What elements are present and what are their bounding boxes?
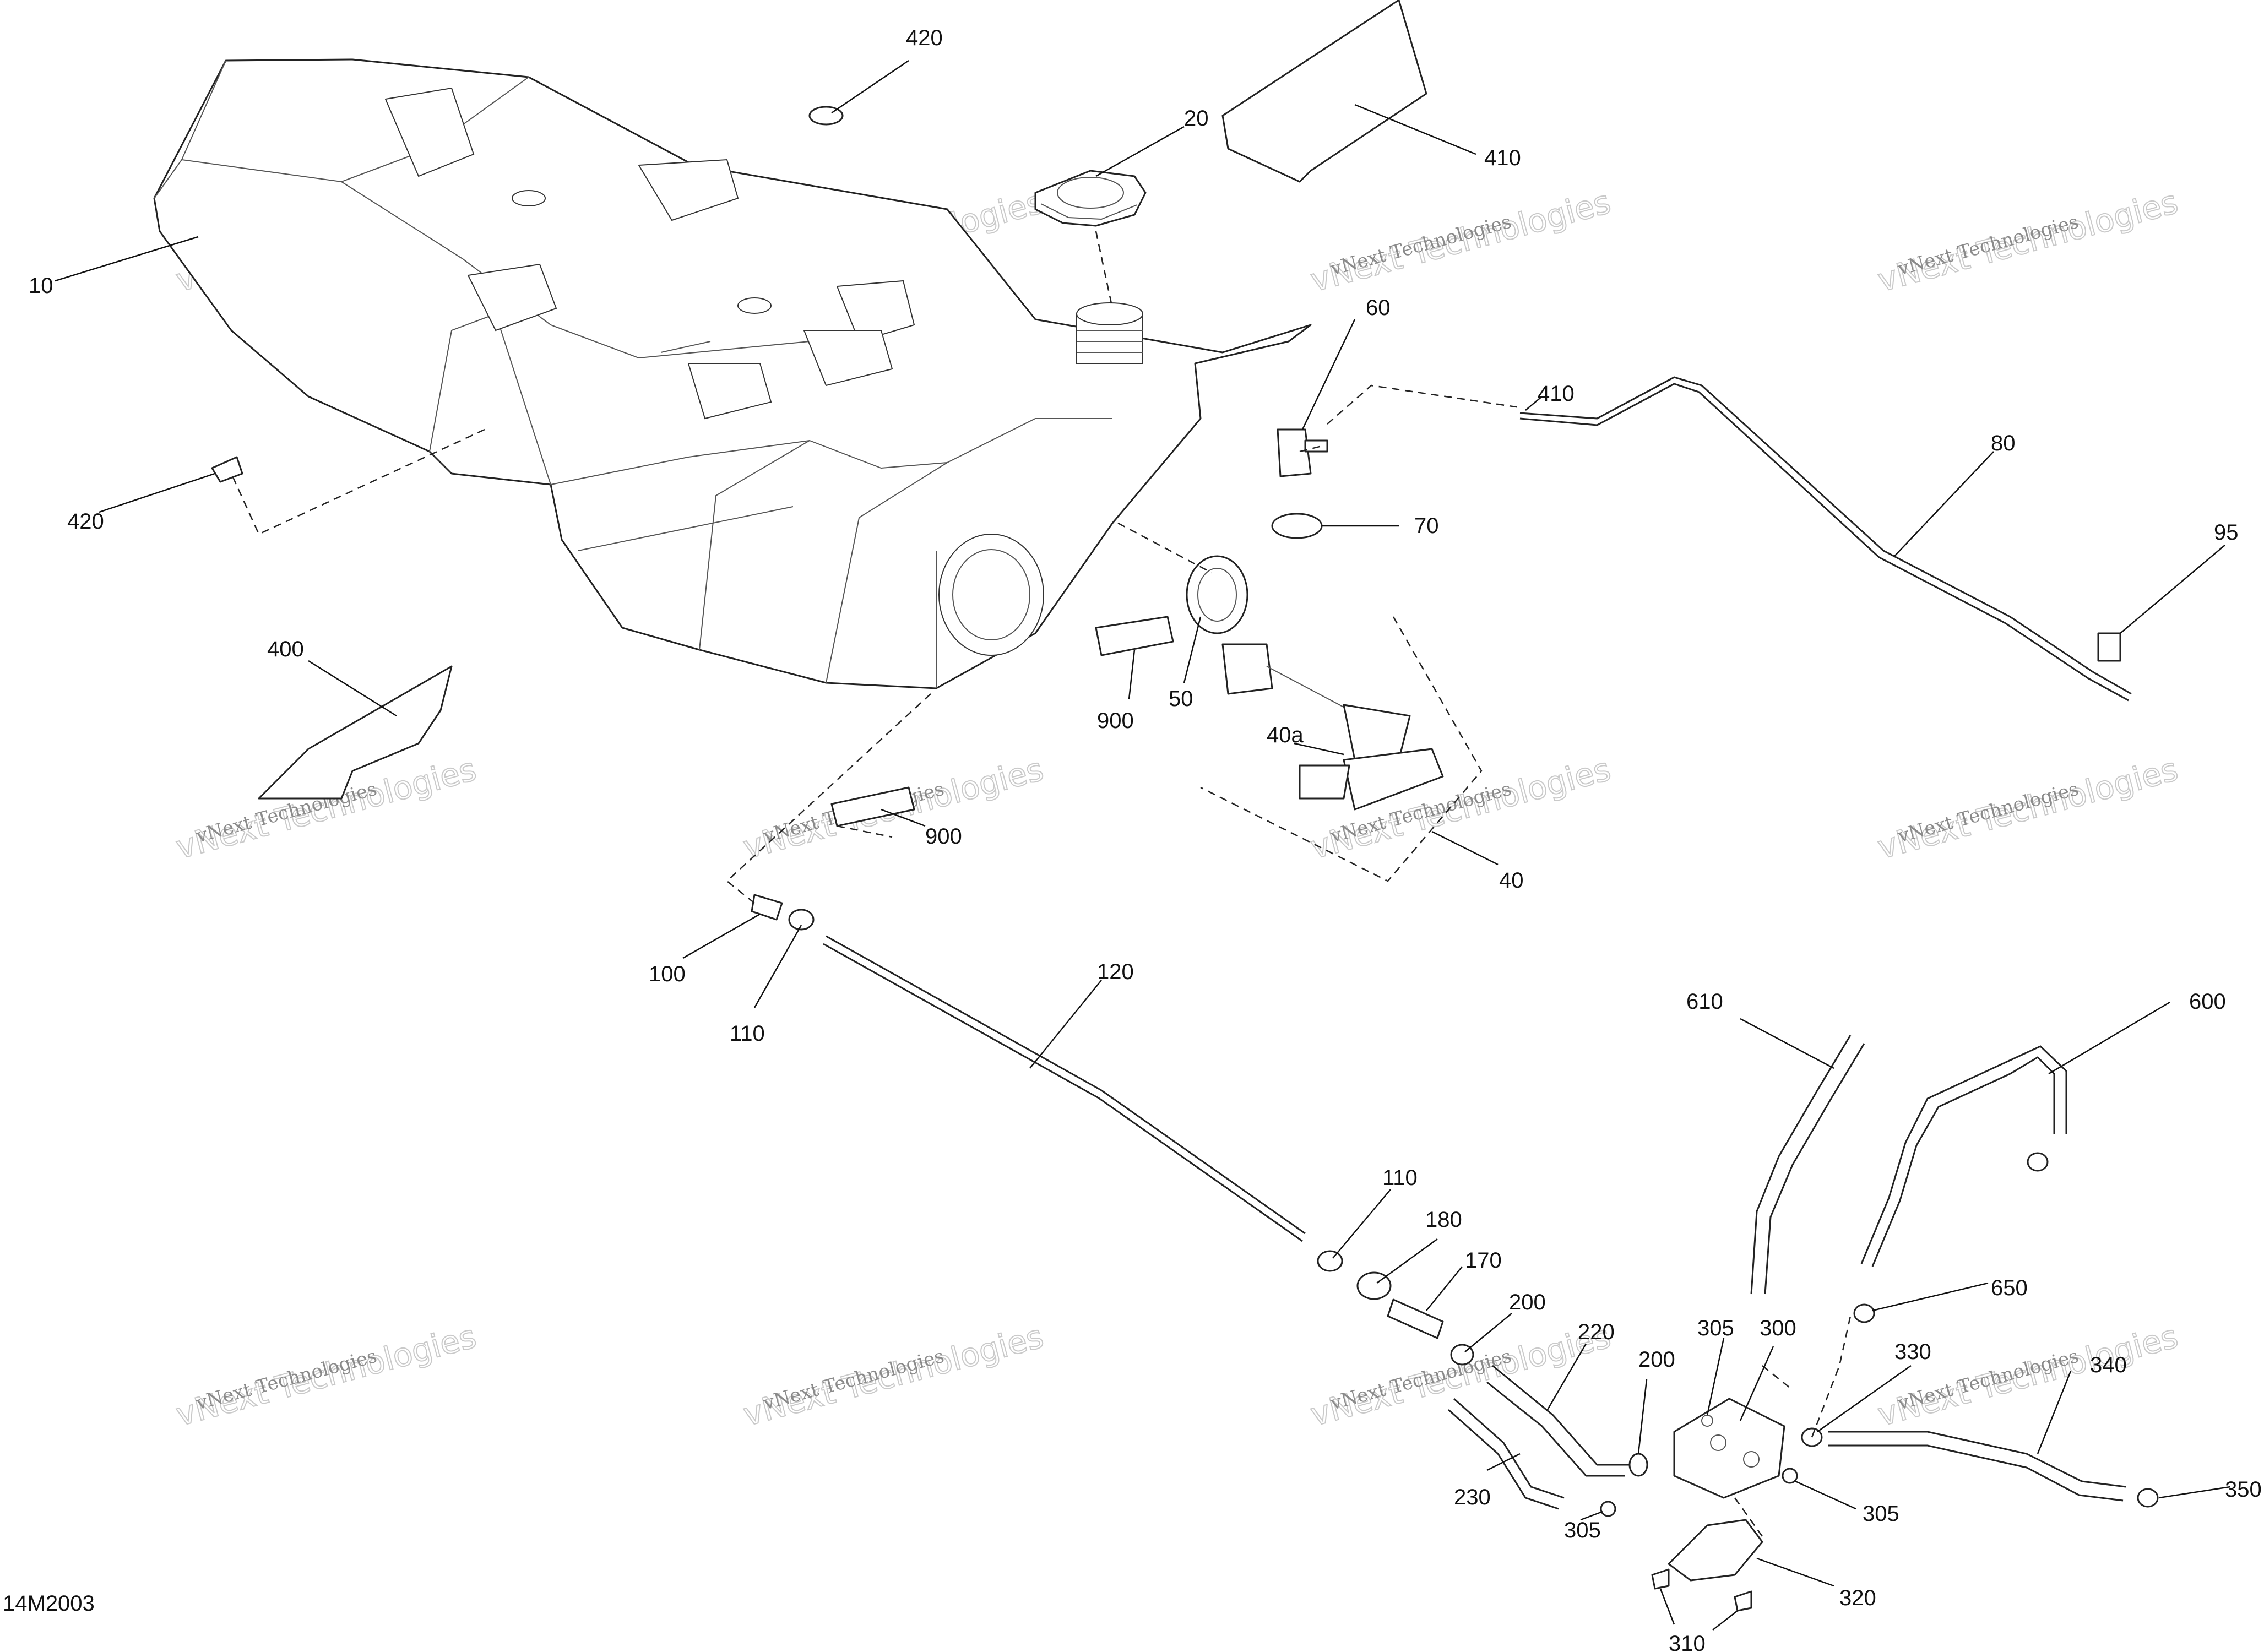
clamp-200-b[interactable] [1628,1453,1648,1477]
clamp-305-b[interactable] [1600,1501,1616,1517]
diagram-code: 14M2003 [3,1591,95,1616]
watermark: vNext Technologies vNext Technologies [739,1317,1048,1434]
callout-900-upper[interactable]: 900 [1097,709,1134,733]
clip-95[interactable] [2097,632,2121,662]
hose-600-outline [1860,1045,2067,1264]
callout-400[interactable]: 400 [267,637,304,661]
screw-310-b[interactable] [1734,1590,1752,1612]
callout-200-right[interactable]: 200 [1638,1347,1675,1372]
callout-900-lower[interactable]: 900 [925,824,962,849]
callout-650[interactable]: 650 [1991,1276,2028,1300]
callout-420-top[interactable]: 420 [906,26,943,50]
callout-305-left[interactable]: 305 [1564,1518,1601,1542]
fuel-line-120[interactable] [826,935,1306,1235]
hose-600[interactable] [1871,1056,2055,1267]
heat-shield-410[interactable] [1221,0,1427,183]
foam-900-b[interactable] [830,786,915,827]
callout-300[interactable]: 300 [1760,1316,1796,1340]
callout-40a[interactable]: 40a [1267,723,1304,747]
screw-310-a[interactable] [1651,1568,1670,1590]
foam-900-a[interactable] [1095,616,1174,656]
clamp-110-b[interactable] [1317,1250,1343,1272]
bracket-320[interactable] [1668,1519,1763,1582]
connector-170[interactable] [1387,1298,1444,1339]
grommet-420-left[interactable] [211,456,243,483]
callout-305-right[interactable]: 305 [1863,1502,1899,1526]
callout-40[interactable]: 40 [1499,868,1524,893]
watermark: vNext Technologies vNext Technologies [1874,1317,2182,1434]
hose-610[interactable] [1750,1035,1852,1295]
callout-180[interactable]: 180 [1425,1208,1462,1232]
callout-420-left[interactable]: 420 [67,509,104,534]
vent-tube-outline [1519,383,2129,702]
callout-100[interactable]: 100 [649,962,686,986]
fuel-tank[interactable] [153,58,1312,689]
watermark: vNext Technologies vNext Technologies [1306,182,1615,300]
clamp-350[interactable] [2137,1488,2159,1508]
callout-350[interactable]: 350 [2225,1477,2262,1502]
hose-340[interactable] [1828,1431,2126,1488]
callout-330[interactable]: 330 [1894,1340,1931,1364]
watermark: vNext Technologies vNext Technologies [172,1317,481,1434]
heat-shield-400[interactable] [258,665,453,800]
fuel-line-120-outline [823,943,1303,1242]
callout-410-vent[interactable]: 410 [1538,382,1575,406]
clamp-305-c[interactable] [1782,1468,1798,1484]
callout-10[interactable]: 10 [29,274,53,298]
hose-220-outline [1486,1381,1625,1477]
callout-110-upper[interactable]: 110 [730,1021,765,1046]
callout-170[interactable]: 170 [1465,1248,1502,1273]
fuel-filter-300[interactable] [1673,1398,1785,1499]
grommet-70[interactable] [1271,513,1323,539]
callout-200-left[interactable]: 200 [1509,1290,1546,1314]
callout-110-lower[interactable]: 110 [1382,1166,1418,1190]
callout-410-top[interactable]: 410 [1484,146,1521,170]
watermark: vNext Technologies vNext Technologies [1874,749,2182,867]
hose-230-outline [1448,1409,1559,1510]
callout-305-top[interactable]: 305 [1697,1316,1734,1340]
lock-ring-50[interactable] [1186,555,1248,634]
callout-20[interactable]: 20 [1184,106,1209,131]
callout-60[interactable]: 60 [1366,296,1391,320]
callout-50[interactable]: 50 [1169,687,1193,711]
hose-230[interactable] [1453,1398,1565,1499]
fuel-cap[interactable] [1034,170,1147,227]
callout-340[interactable]: 340 [2090,1353,2127,1377]
callouts: 10 420 420 20 410 410 60 80 70 95 400 90… [29,26,2262,1652]
callout-95[interactable]: 95 [2214,520,2239,545]
hose-340-outline [1828,1444,2124,1502]
clamp-650-top[interactable] [2027,1152,2049,1172]
fitting-100[interactable] [751,894,783,921]
vent-tube[interactable] [1519,376,2132,695]
hose-610-outline [1764,1043,1865,1295]
leader-lines [55,59,2231,1631]
assembly-lines [230,231,1852,1537]
rollover-valve[interactable] [1277,428,1328,477]
callout-80[interactable]: 80 [1991,431,2016,455]
callout-120[interactable]: 120 [1097,960,1134,984]
hose-220[interactable] [1492,1365,1630,1466]
fuel-pump-module[interactable] [1221,643,1444,811]
callout-220[interactable]: 220 [1578,1320,1615,1344]
callout-610[interactable]: 610 [1686,990,1723,1014]
watermark: vNext Technologies vNext Technologies [1874,182,2182,300]
callout-320[interactable]: 320 [1839,1586,1876,1610]
callout-70[interactable]: 70 [1414,514,1439,538]
clamp-110-a[interactable] [788,909,815,931]
callout-310[interactable]: 310 [1669,1632,1706,1652]
callout-600[interactable]: 600 [2189,990,2226,1014]
clamp-650[interactable] [1853,1303,1875,1323]
callout-230[interactable]: 230 [1454,1485,1491,1509]
